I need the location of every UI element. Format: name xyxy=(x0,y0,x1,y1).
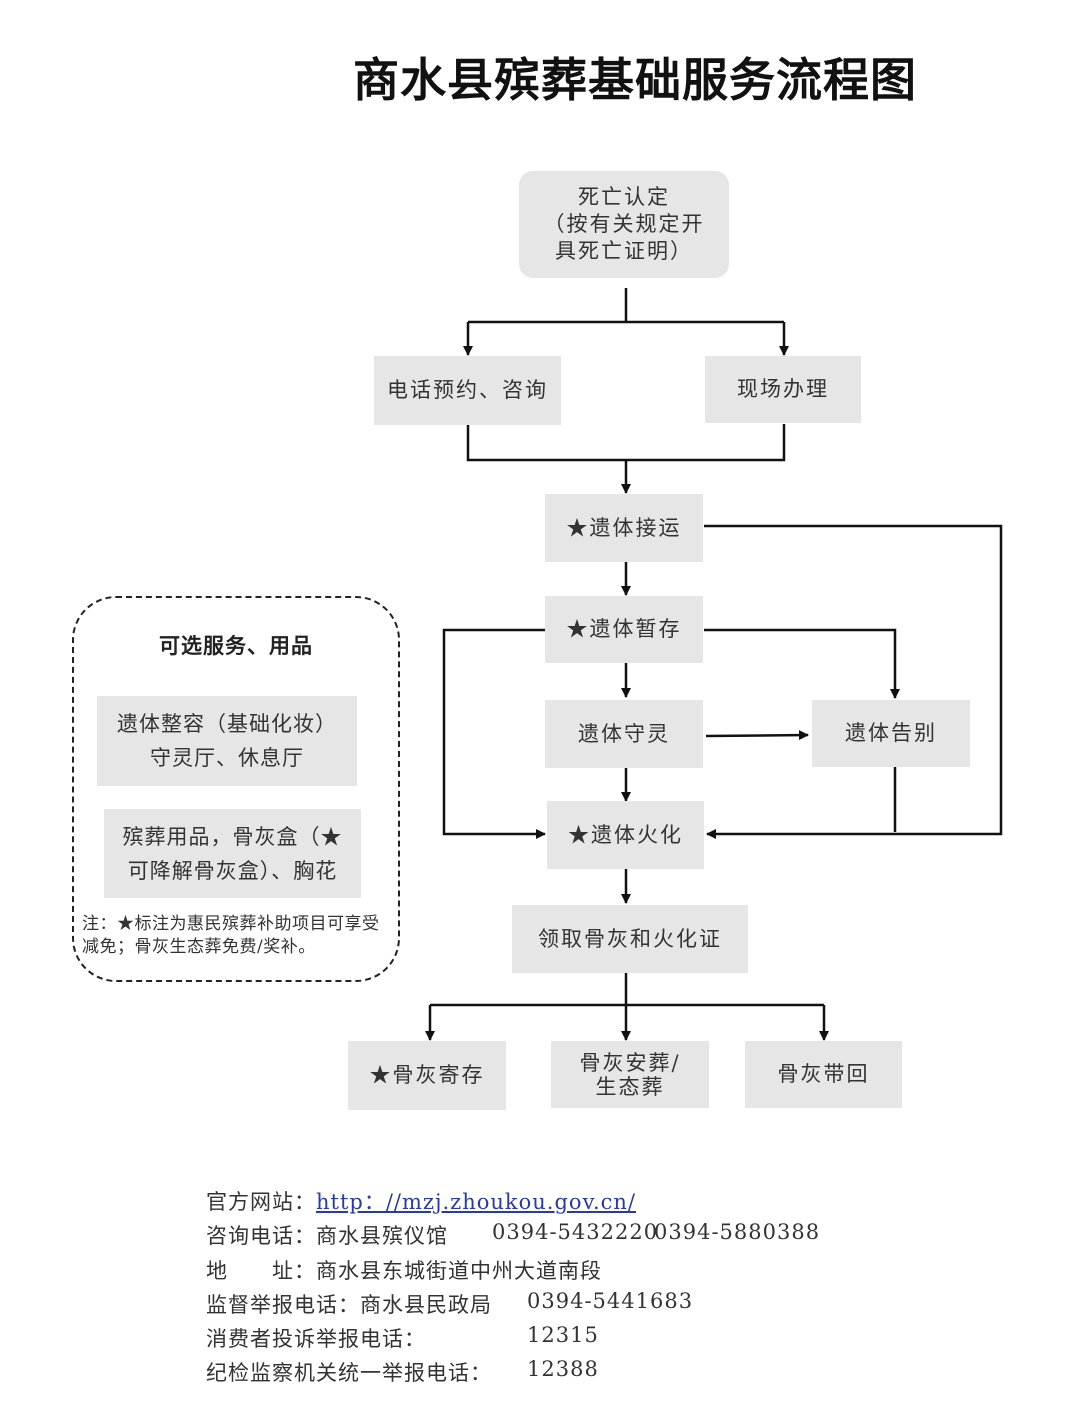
ashes-takehome-label: 骨灰带回 xyxy=(777,1062,870,1087)
ashes-burial-label: 骨灰安葬/ 生态葬 xyxy=(579,1050,681,1099)
consumer-label: 消费者投诉举报电话： xyxy=(206,1327,426,1351)
body-transport-label: ★遗体接运 xyxy=(566,515,682,540)
phone-appointment-label: 电话预约、咨询 xyxy=(387,378,548,403)
ashes-deposit-box: ★骨灰寄存 xyxy=(348,1041,506,1110)
body-storage-label: ★遗体暂存 xyxy=(566,617,682,642)
body-transport-box: ★遗体接运 xyxy=(545,494,703,562)
footer-consult-row: 咨询电话：商水县殡仪馆 0394-5432220 0394-5880388 xyxy=(206,1220,819,1250)
onsite-handling-box: 现场办理 xyxy=(705,356,861,423)
body-vigil-box: 遗体守灵 xyxy=(545,700,703,768)
body-farewell-box: 遗体告别 xyxy=(812,700,970,767)
page-title: 商水县殡葬基础服务流程图 xyxy=(353,53,917,107)
optional-item-supplies-label: 殡葬用品，骨灰盒（★ 可降解骨灰盒）、胸花 xyxy=(122,824,343,883)
body-vigil-label: 遗体守灵 xyxy=(578,721,670,746)
body-farewell-label: 遗体告别 xyxy=(845,721,937,746)
website-label: 官方网站： xyxy=(206,1190,316,1214)
website-link[interactable]: http：//mzj.zhoukou.gov.cn/ xyxy=(316,1190,636,1214)
optional-services-panel xyxy=(72,596,400,982)
optional-item-supplies: 殡葬用品，骨灰盒（★ 可降解骨灰盒）、胸花 xyxy=(104,809,361,898)
body-cremation-label: ★遗体火化 xyxy=(568,822,683,847)
consult-phone-1: 0394-5432220 xyxy=(492,1220,659,1244)
consumer-phone: 12315 xyxy=(527,1323,599,1347)
ashes-takehome-box: 骨灰带回 xyxy=(745,1041,902,1108)
discipline-label: 纪检监察机关统一举报电话： xyxy=(206,1361,492,1385)
address-value: 商水县东城街道中州大道南段 xyxy=(316,1259,602,1283)
death-confirmation-label: 死亡认定 （按有关规定开 具死亡证明） xyxy=(543,185,705,263)
optional-services-title: 可选服务、用品 xyxy=(159,633,313,658)
connector-merge xyxy=(466,424,786,462)
ashes-deposit-label: ★骨灰寄存 xyxy=(369,1063,485,1088)
footer-website-row: 官方网站：http：//mzj.zhoukou.gov.cn/ xyxy=(206,1186,636,1216)
supervise-label: 监督举报电话：商水县民政局 xyxy=(206,1293,492,1317)
body-storage-box: ★遗体暂存 xyxy=(545,596,703,663)
footer-consumer-row: 消费者投诉举报电话： 12315 xyxy=(206,1323,806,1353)
arrow-transport-cremation xyxy=(704,524,1003,839)
collect-ashes-box: 领取骨灰和火化证 xyxy=(512,905,748,973)
optional-item-makeup-label: 遗体整容（基础化妆） 守灵厅、休息厅 xyxy=(117,712,337,770)
onsite-handling-label: 现场办理 xyxy=(737,377,829,402)
footer-discipline-row: 纪检监察机关统一举报电话： 12388 xyxy=(206,1357,806,1387)
ashes-burial-box: 骨灰安葬/ 生态葬 xyxy=(551,1041,709,1108)
address-label: 地 址： xyxy=(206,1259,316,1283)
consult-label: 咨询电话：商水县殡仪馆 xyxy=(206,1224,448,1248)
consult-phone-2: 0394-5880388 xyxy=(654,1220,821,1244)
phone-appointment-box: 电话预约、咨询 xyxy=(374,356,561,425)
optional-item-makeup: 遗体整容（基础化妆） 守灵厅、休息厅 xyxy=(97,696,357,786)
footer-address-row: 地 址：商水县东城街道中州大道南段 xyxy=(206,1255,602,1285)
footer-supervise-row: 监督举报电话：商水县民政局 0394-5441683 xyxy=(206,1289,806,1319)
arrow-storage-cremation xyxy=(442,628,546,839)
death-confirmation-box: 死亡认定 （按有关规定开 具死亡证明） xyxy=(519,171,729,278)
collect-ashes-label: 领取骨灰和火化证 xyxy=(538,926,722,951)
discipline-phone: 12388 xyxy=(527,1357,599,1381)
supervise-phone: 0394-5441683 xyxy=(527,1289,694,1313)
body-cremation-box: ★遗体火化 xyxy=(547,801,704,869)
subsidy-note: 注：★标注为惠民殡葬补助项目可享受减免；骨灰生态葬免费/奖补。 xyxy=(82,914,380,957)
arrow-storage-farewell xyxy=(704,628,900,699)
arrow-vigil-farewell xyxy=(705,730,809,741)
